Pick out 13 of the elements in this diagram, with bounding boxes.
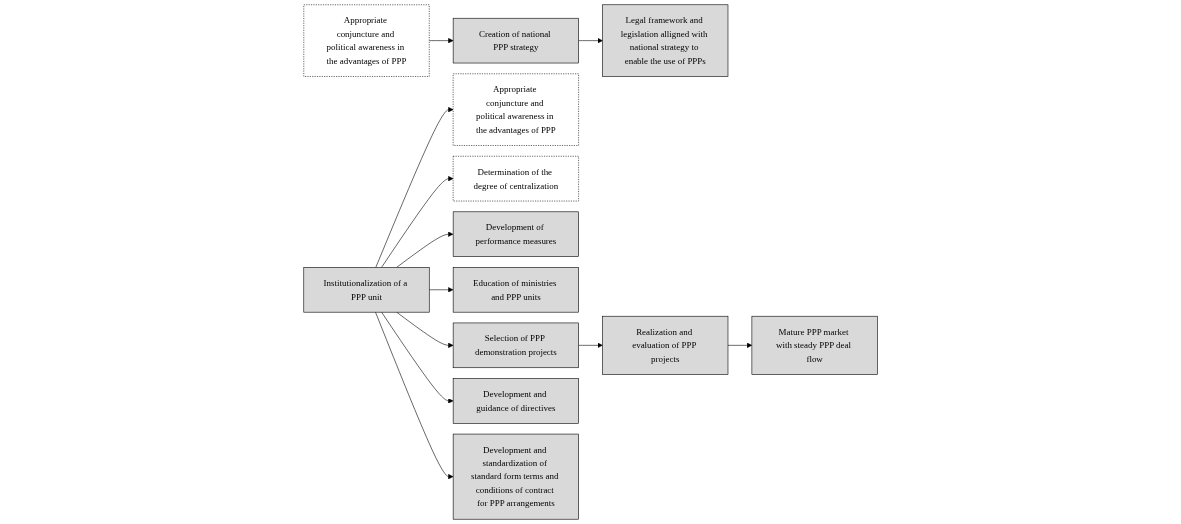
node-box: Education of ministries and PPP units <box>452 267 579 313</box>
node-box: Mature PPP market with steady PPP deal flow <box>751 315 878 375</box>
node-box: Appropriate conjuncture and political awareness in the advantages of PPP <box>303 4 430 77</box>
node-box: Legal framework and legislation alligned with national strategy to enable the use of PPPs <box>602 4 729 77</box>
node-box: Selection of PPP demonstration projects <box>452 322 579 369</box>
node-box: Institutionalization of a PPP unit <box>303 267 430 313</box>
node-box: Creation of national PPP strategy <box>452 17 579 64</box>
node-box: Realization and evaluation of PPP projects <box>602 315 729 375</box>
node-box: Determination of the degree of centralization <box>452 155 579 202</box>
node-box: Development and standardization of standard form terms and conditions of contract for PPP arrangements <box>452 433 579 520</box>
node-box: Development of performance measures <box>452 211 579 257</box>
node-box: Appropriate conjuncture and political awareness in the advantages of PPP <box>452 73 579 146</box>
node-box: Development and guidance of directives <box>452 378 579 424</box>
